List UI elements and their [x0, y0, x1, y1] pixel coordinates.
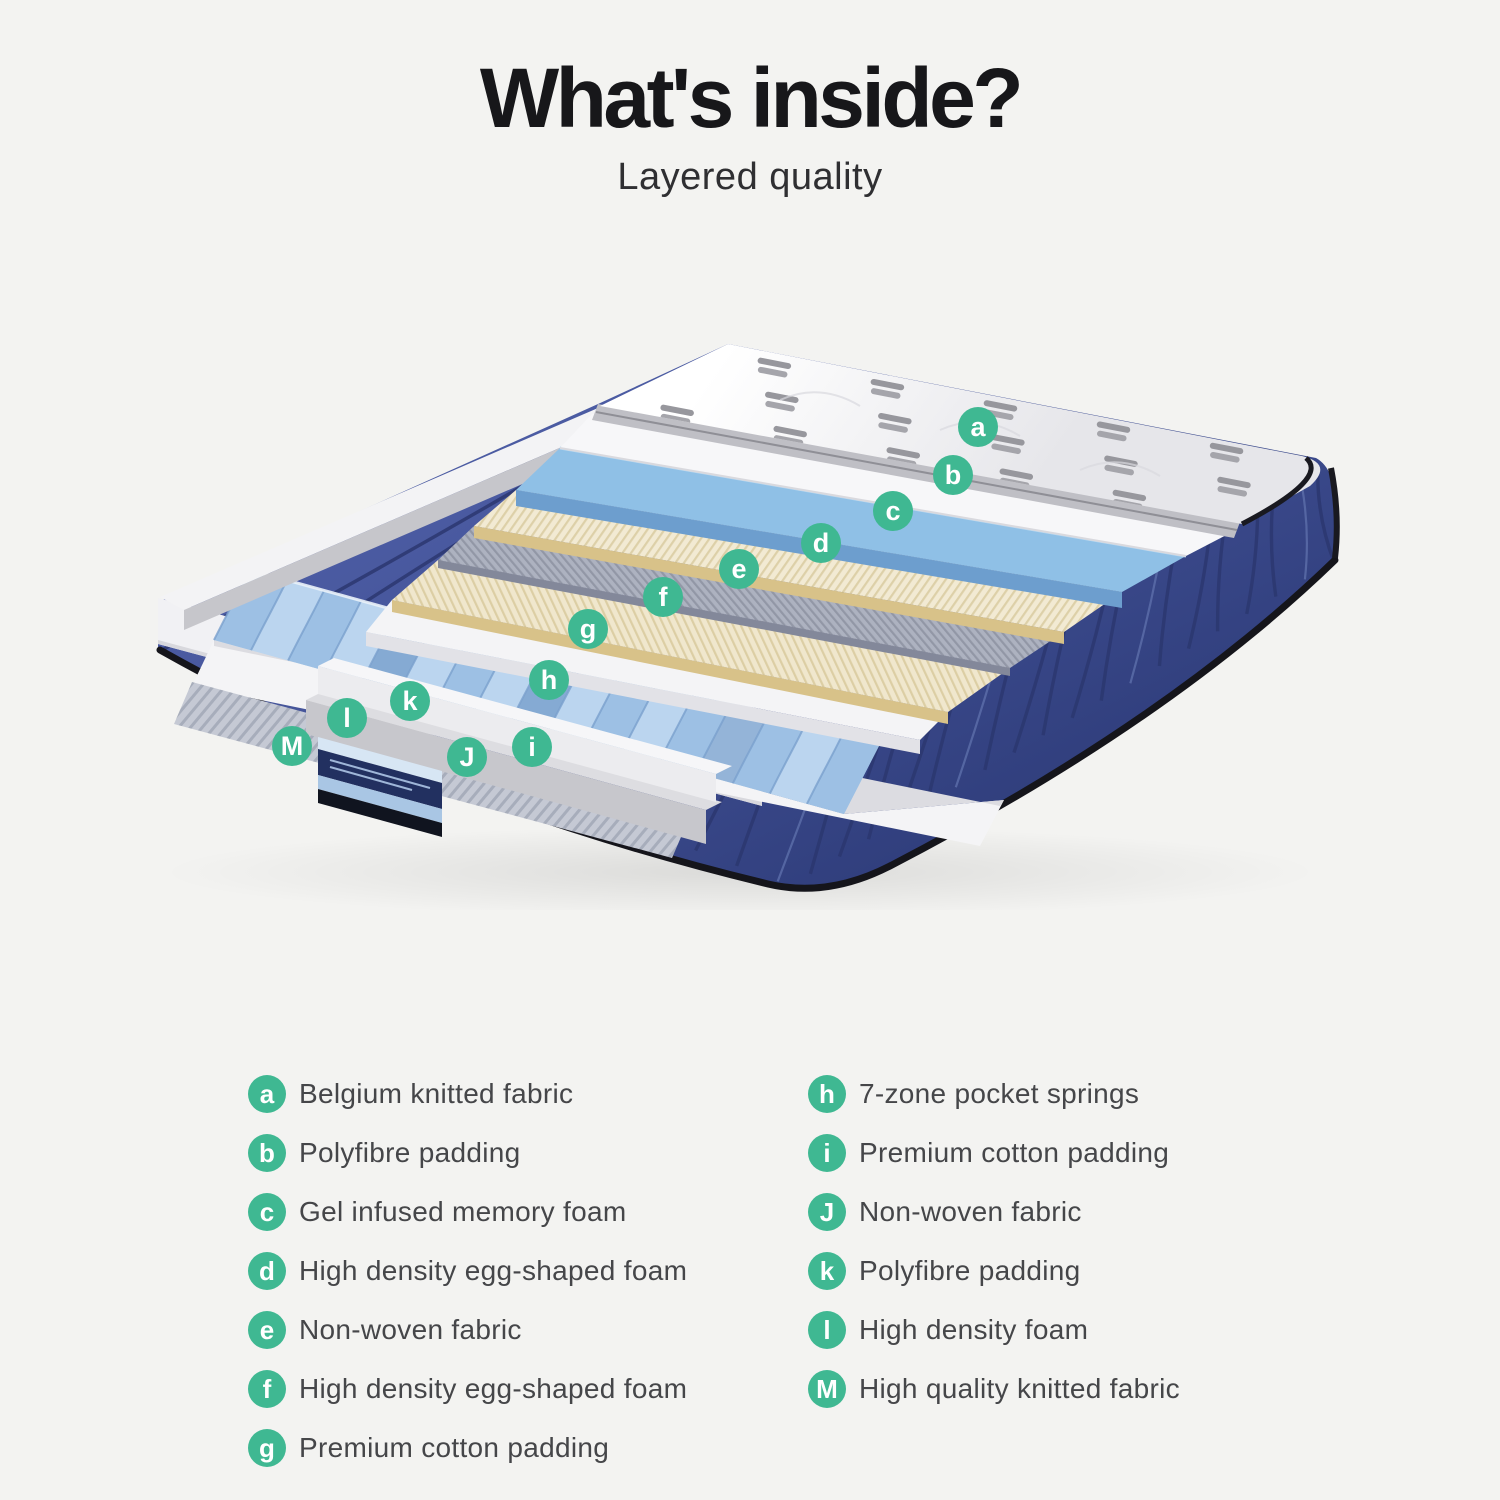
legend-item-h: h 7-zone pocket springs [808, 1075, 1180, 1113]
layer-c-gelfoam-top [516, 448, 1186, 592]
layer-e-nonwoven-face [438, 560, 1010, 676]
legend-label: High quality knitted fabric [859, 1373, 1180, 1404]
layer-d-eggfoam-face [474, 526, 1064, 644]
legend-item-e: e Non-woven fabric [248, 1311, 687, 1349]
layer-callout-i: i [512, 727, 552, 767]
layer-g-cotton-face [366, 632, 920, 754]
svg-text:a: a [970, 412, 986, 442]
svg-text:f: f [659, 582, 669, 612]
legend-badge-c: c [248, 1193, 286, 1231]
legend-item-k: k Polyfibre padding [808, 1252, 1180, 1290]
layer-callout-k: k [390, 681, 430, 721]
legend-label: High density egg-shaped foam [299, 1373, 688, 1404]
layer-callout-M: M [272, 726, 312, 766]
legend-label: High density egg-shaped foam [299, 1255, 688, 1286]
legend-label: Polyfibre padding [859, 1255, 1081, 1286]
legend-item-b: b Polyfibre padding [248, 1134, 687, 1172]
legend-badge-f: f [248, 1370, 286, 1408]
legend-label: Non-woven fabric [859, 1196, 1082, 1227]
page-title: What's inside? [479, 51, 1024, 145]
svg-text:h: h [541, 665, 558, 695]
layer-l-foam-face [306, 700, 706, 844]
legend-right-column: h 7-zone pocket springs i Premium cotton p… [808, 1075, 1180, 1429]
svg-text:g: g [580, 614, 597, 644]
svg-text:d: d [813, 528, 830, 558]
legend-label: Polyfibre padding [299, 1137, 521, 1168]
legend-badge-J: J [808, 1193, 846, 1231]
legend-badge-b: b [248, 1134, 286, 1172]
legend-badge-a: a [248, 1075, 286, 1113]
legend-item-i: i Premium cotton padding [808, 1134, 1180, 1172]
svg-text:l: l [343, 703, 351, 733]
layer-callout-d: d [801, 523, 841, 563]
svg-text:b: b [945, 460, 962, 490]
layer-f-eggfoam-top [392, 560, 1010, 712]
svg-text:e: e [731, 554, 746, 584]
tray-rim [160, 408, 622, 630]
layer-callout-b: b [933, 455, 973, 495]
svg-text:k: k [402, 686, 418, 716]
legend-label: High density foam [859, 1314, 1089, 1345]
legend-label: Premium cotton padding [299, 1432, 610, 1463]
layer-callout-f: f [643, 577, 683, 617]
svg-text:i: i [528, 732, 536, 762]
layer-callout-c: c [873, 491, 913, 531]
svg-text:M: M [281, 731, 304, 761]
legend-item-J: J Non-woven fabric [808, 1193, 1180, 1231]
legend-item-l: l High density foam [808, 1311, 1180, 1349]
legend-item-d: d High density egg-shaped foam [248, 1252, 687, 1290]
legend-left-column: a Belgium knitted fabric b Polyfibre paddi… [248, 1075, 687, 1488]
legend-label: Gel infused memory foam [299, 1196, 627, 1227]
layer-e-nonwoven-top [438, 526, 1064, 668]
legend-badge-M: M [808, 1370, 846, 1408]
legend-label: 7-zone pocket springs [859, 1078, 1140, 1109]
legend-label: Premium cotton padding [859, 1137, 1170, 1168]
layer-callout-e: e [719, 549, 759, 589]
layer-f-eggfoam-face [392, 600, 948, 724]
layer-callout-J: J [447, 737, 487, 777]
layer-callout-g: g [568, 609, 608, 649]
layer-callout-l: l [327, 698, 367, 738]
layer-stack [366, 414, 1236, 754]
legend-label: Belgium knitted fabric [299, 1078, 574, 1109]
legend-badge-e: e [248, 1311, 286, 1349]
legend-badge-g: g [248, 1429, 286, 1467]
legend-item-f: f High density egg-shaped foam [248, 1370, 687, 1408]
legend-badge-i: i [808, 1134, 846, 1172]
legend-item-M: M High quality knitted fabric [808, 1370, 1180, 1408]
legend-badge-k: k [808, 1252, 846, 1290]
mattress-cutaway-illustration: ab c d e f gh i Jk lM [156, 344, 1340, 910]
legend-label: Non-woven fabric [299, 1314, 522, 1345]
layer-callout-h: h [529, 660, 569, 700]
page-subtitle: Layered quality [617, 156, 883, 198]
svg-text:c: c [885, 496, 900, 526]
svg-text:J: J [459, 742, 474, 772]
legend-badge-h: h [808, 1075, 846, 1113]
legend-item-g: g Premium cotton padding [248, 1429, 687, 1467]
legend-item-a: a Belgium knitted fabric [248, 1075, 687, 1113]
legend-badge-d: d [248, 1252, 286, 1290]
legend-item-c: c Gel infused memory foam [248, 1193, 687, 1231]
product-label-tag [318, 737, 442, 837]
legend-badge-l: l [808, 1311, 846, 1349]
layer-b-polyfibre-top [560, 414, 1236, 556]
layer-callout-a: a [958, 407, 998, 447]
